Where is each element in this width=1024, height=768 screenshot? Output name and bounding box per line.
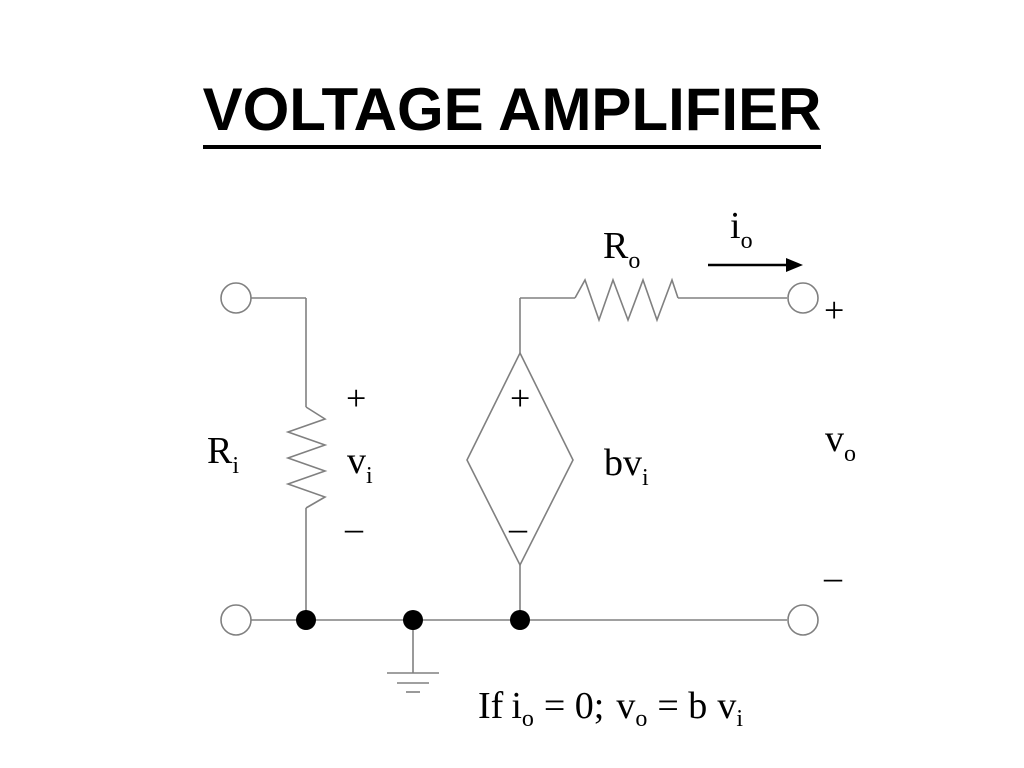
source-value-label: bvi (604, 442, 649, 491)
output-current-label: io (730, 205, 753, 254)
output-resistor-zigzag (574, 277, 679, 323)
dependent-source-diamond (466, 351, 574, 567)
ground-symbol (387, 672, 439, 693)
current-arrow (708, 258, 803, 272)
input-minus-sign: – (344, 508, 364, 548)
input-voltage-label: vi (347, 440, 373, 489)
source-minus-sign: – (508, 508, 528, 548)
terminals (220, 282, 819, 636)
page-title: VOLTAGE AMPLIFIER (0, 76, 1024, 149)
junction-dot (510, 610, 530, 630)
junctions (296, 610, 530, 630)
junction-dot (296, 610, 316, 630)
output-terminal-bottom (787, 604, 819, 636)
output-voltage-label: vo (825, 418, 856, 467)
output-terminal-top (787, 282, 819, 314)
input-resistor-label: Ri (207, 430, 239, 479)
input-resistor-zigzag (285, 406, 328, 509)
output-plus-sign: + (824, 290, 844, 330)
input-terminal-top (220, 282, 252, 314)
junction-dot (403, 610, 423, 630)
source-plus-sign: + (510, 378, 530, 418)
input-terminal-bottom (220, 604, 252, 636)
input-plus-sign: + (346, 378, 366, 418)
output-minus-sign: – (823, 557, 843, 597)
output-resistor-label: Ro (603, 225, 640, 274)
